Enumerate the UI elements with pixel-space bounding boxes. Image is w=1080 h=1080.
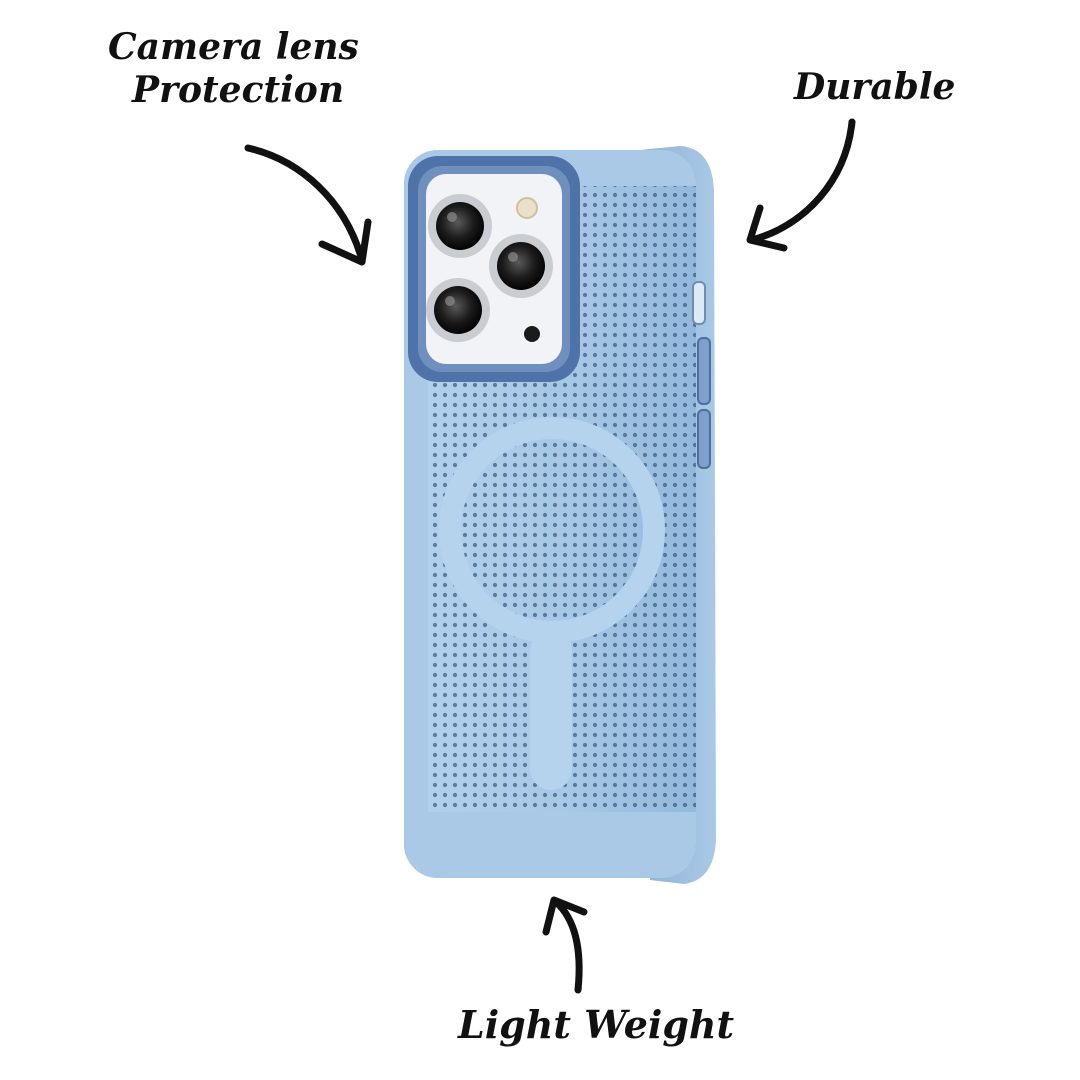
arrow-icon <box>244 118 856 994</box>
camera-module <box>408 156 580 382</box>
side-button-icon <box>692 281 711 469</box>
magsafe-ring <box>439 417 665 790</box>
light-weight-label: Light Weight <box>458 1002 735 1047</box>
camera-label-line1: Camera lens <box>108 26 359 68</box>
flash-icon <box>516 197 538 219</box>
durable-label: Durable <box>794 66 956 108</box>
camera-lens-protection-label: Camera lens Protection <box>108 26 359 112</box>
lidar-icon <box>524 326 540 342</box>
camera-lens-icon <box>426 194 553 342</box>
camera-label-line2: Protection <box>132 69 344 112</box>
